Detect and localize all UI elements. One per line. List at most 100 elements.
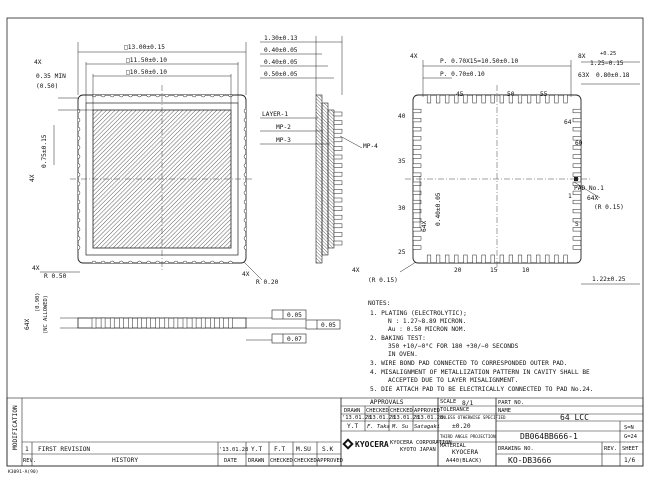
bottom-pad [572, 136, 582, 141]
bv-dim-tol-pos: +0.25 [600, 51, 616, 57]
flatness-box-2 [305, 319, 341, 330]
bottom-pad [572, 108, 582, 114]
bottom-pad [572, 145, 582, 150]
bv-dim-8x: 8X [578, 53, 586, 60]
sv-dim-4: 0.50±0.05 [264, 71, 298, 78]
castellation-notch [243, 181, 247, 187]
castellation-notch [243, 190, 247, 196]
section-tooth [333, 180, 343, 186]
dim-notch-min: 0.35 MIN [36, 73, 66, 80]
pin-25: 25 [398, 249, 406, 256]
bottom-pad [490, 254, 495, 264]
castellation-notch [243, 227, 247, 232]
castellation-notch [210, 260, 215, 264]
castellation-notch [219, 260, 224, 264]
castellation-notch [77, 190, 81, 196]
notes-block: NOTES: 1. PLATING (ELECTROLYTIC); N : 1.… [368, 300, 594, 393]
rev-row-desc: FIRST REVISION [38, 446, 90, 453]
projection-label: THIRD ANGLE PROJECTION [440, 434, 496, 439]
castellation-notch [77, 245, 81, 250]
bottom-pad [572, 245, 582, 250]
dim-corner-4x: 4X [34, 59, 42, 66]
pin-60: 60 [575, 140, 583, 147]
castellation-notch [77, 217, 81, 223]
pin-40: 40 [398, 113, 406, 120]
section-tooth [333, 171, 343, 177]
castellation-notch [243, 154, 247, 159]
note-line: 3. WIRE BOND PAD CONNECTED TO CORRESPOND… [370, 360, 567, 367]
flatness-1: 0.05 [287, 312, 302, 319]
bottom-pad [572, 172, 582, 177]
section-tooth [333, 240, 343, 246]
approval-name: Y.T [347, 423, 358, 430]
castellation-notch [191, 260, 197, 264]
section-tooth [333, 189, 343, 194]
hdr-checked: CHECKED [270, 458, 293, 464]
part-name: 64 LCC [560, 413, 589, 422]
bottom-pad [572, 209, 582, 214]
bottom-pad [481, 254, 486, 264]
label-layer-1: LAYER-1 [262, 111, 288, 118]
bottom-pad [412, 154, 422, 159]
castellation-notch [200, 94, 206, 98]
castellation-notch [91, 260, 97, 264]
pin-30: 30 [398, 205, 406, 212]
company-name: KYOCERA CORPORATION [390, 440, 452, 446]
bottom-pad [412, 127, 422, 132]
castellation-notch [243, 126, 247, 132]
bottom-pad [454, 94, 459, 104]
castellation-notch [146, 260, 151, 264]
bottom-pad [499, 94, 504, 104]
name-label: NAME [498, 408, 511, 414]
note-line: 5. DIE ATTACH PAD TO BE ELECTRICALLY CON… [370, 386, 594, 393]
dim-r-bl: R 0.50 [44, 273, 67, 280]
part-no-label: PART NO. [498, 400, 524, 406]
side-view-castellations [91, 317, 233, 329]
castellation-notch [77, 227, 81, 232]
section-tooth [333, 120, 343, 125]
side-64x: 64X [24, 319, 31, 330]
note-line: Au : 0.50 MICRON NOM. [388, 326, 466, 333]
bv-dim-63x: 63X [578, 72, 589, 79]
pin-1: 1 [568, 193, 572, 200]
note-line: 2. BAKING TEST: [370, 335, 426, 342]
bottom-pad [572, 236, 582, 241]
bottom-pad [572, 127, 582, 132]
castellation-notch [243, 108, 247, 114]
approval-date: '13.01.28 [366, 415, 395, 421]
castellation-notch [182, 260, 188, 264]
side-slot [210, 317, 215, 329]
bv-dim-pitch: P. 0.70±0.10 [440, 71, 485, 78]
drawing-no-label: DRAWING NO. [498, 446, 534, 452]
dim-notch-ref: (0.50) [36, 83, 58, 90]
pin-50: 50 [507, 91, 515, 98]
section-tooth [333, 128, 343, 134]
side-lbl-2: (NC ALLOWED) [43, 295, 49, 334]
castellation-notch [77, 236, 81, 241]
section-tooth [333, 163, 343, 168]
bottom-pad [527, 254, 532, 264]
section-tooth [333, 137, 343, 143]
bottom-pad [436, 254, 441, 264]
sheet-label: SHEET [622, 446, 639, 452]
castellation-notch [77, 136, 81, 141]
castellation-notch [164, 260, 170, 264]
castellation-notch [243, 245, 247, 250]
bottom-pad [412, 145, 422, 150]
castellation-notch [137, 94, 142, 98]
side-slot [182, 317, 188, 329]
castellation-notch [77, 199, 81, 205]
pin-45: 45 [456, 91, 464, 98]
side-slot [219, 317, 224, 329]
company-logo-text: KYOCERA [355, 440, 389, 449]
label-mp-2: MP-2 [276, 124, 291, 131]
castellation-notch [77, 117, 81, 123]
bv-pad1-64x: 64X [587, 195, 598, 202]
note-line: ACCEPTED DUE TO LAYER MISALIGNMENT. [388, 377, 518, 384]
pin-64: 64 [564, 119, 572, 126]
bottom-pad [563, 94, 568, 104]
bottom-pad [499, 254, 504, 264]
castellation-notch [91, 94, 97, 98]
castellation-notch [77, 108, 81, 114]
bottom-pad [412, 199, 422, 205]
